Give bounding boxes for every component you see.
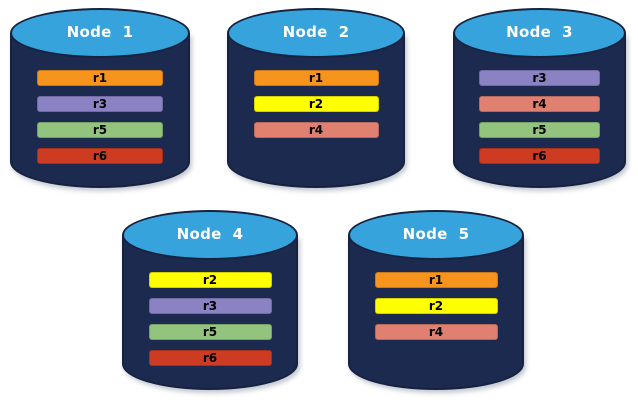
node-cylinder: Node 4 r2 r3 r5 r6 <box>122 210 298 390</box>
replica-list: r1 r2 r4 <box>348 272 524 350</box>
replica-label: r5 <box>532 123 547 137</box>
node-title: Node 4 <box>176 224 244 243</box>
replica-bar[interactable]: r6 <box>37 148 163 164</box>
replica-label: r6 <box>202 351 218 365</box>
node-title: Node 1 <box>66 22 134 41</box>
replica-bar[interactable]: r1 <box>374 272 498 288</box>
replica-label: r1 <box>428 273 444 287</box>
replica-label: r2 <box>202 273 218 287</box>
replica-bar[interactable]: r1 <box>253 70 379 86</box>
replica-bar[interactable]: r5 <box>148 324 272 340</box>
node-title: Node 2 <box>282 22 350 41</box>
node-cylinder: Node 2 r1 r2 r4 <box>227 8 405 188</box>
replica-bar[interactable]: r3 <box>148 298 272 314</box>
node-title: Node 5 <box>402 224 470 243</box>
replica-label: r2 <box>308 97 324 111</box>
replica-list: r1 r3 r5 r6 <box>10 70 190 174</box>
replica-bar[interactable]: r2 <box>148 272 272 288</box>
replica-label: r4 <box>308 123 324 137</box>
replica-bar[interactable]: r5 <box>479 122 600 138</box>
replica-label: r1 <box>92 71 108 85</box>
replica-label: r4 <box>532 97 547 111</box>
cylinder-top: Node 5 <box>348 210 524 260</box>
node-cylinder: Node 5 r1 r2 r4 <box>348 210 524 390</box>
replica-bar[interactable]: r4 <box>479 96 600 112</box>
replica-bar[interactable]: r4 <box>374 324 498 340</box>
node-cylinder: Node 3 r3 r4 r5 r6 <box>453 8 626 188</box>
replica-bar[interactable]: r4 <box>253 122 379 138</box>
replica-bar[interactable]: r6 <box>148 350 272 366</box>
cylinder-top: Node 4 <box>122 210 298 260</box>
replica-bar[interactable]: r3 <box>37 96 163 112</box>
replica-bar[interactable]: r6 <box>479 148 600 164</box>
cylinder-top: Node 3 <box>453 8 626 58</box>
replica-label: r5 <box>92 123 108 137</box>
replica-bar[interactable]: r2 <box>374 298 498 314</box>
replica-label: r1 <box>308 71 324 85</box>
replica-label: r4 <box>428 325 444 339</box>
cylinder-top: Node 1 <box>10 8 190 58</box>
replica-label: r3 <box>202 299 218 313</box>
cylinder-top: Node 2 <box>227 8 405 58</box>
node-cylinder: Node 1 r1 r3 r5 r6 <box>10 8 190 188</box>
replica-list: r2 r3 r5 r6 <box>122 272 298 376</box>
replica-list: r1 r2 r4 <box>227 70 405 148</box>
replica-list: r3 r4 r5 r6 <box>453 70 626 174</box>
replica-label: r2 <box>428 299 444 313</box>
replica-bar[interactable]: r5 <box>37 122 163 138</box>
replica-label: r6 <box>532 149 547 163</box>
replica-label: r5 <box>202 325 218 339</box>
node-title: Node 3 <box>506 22 573 41</box>
replica-bar[interactable]: r2 <box>253 96 379 112</box>
replica-label: r6 <box>92 149 108 163</box>
replica-label: r3 <box>92 97 108 111</box>
replica-label: r3 <box>532 71 547 85</box>
replica-bar[interactable]: r3 <box>479 70 600 86</box>
replica-bar[interactable]: r1 <box>37 70 163 86</box>
